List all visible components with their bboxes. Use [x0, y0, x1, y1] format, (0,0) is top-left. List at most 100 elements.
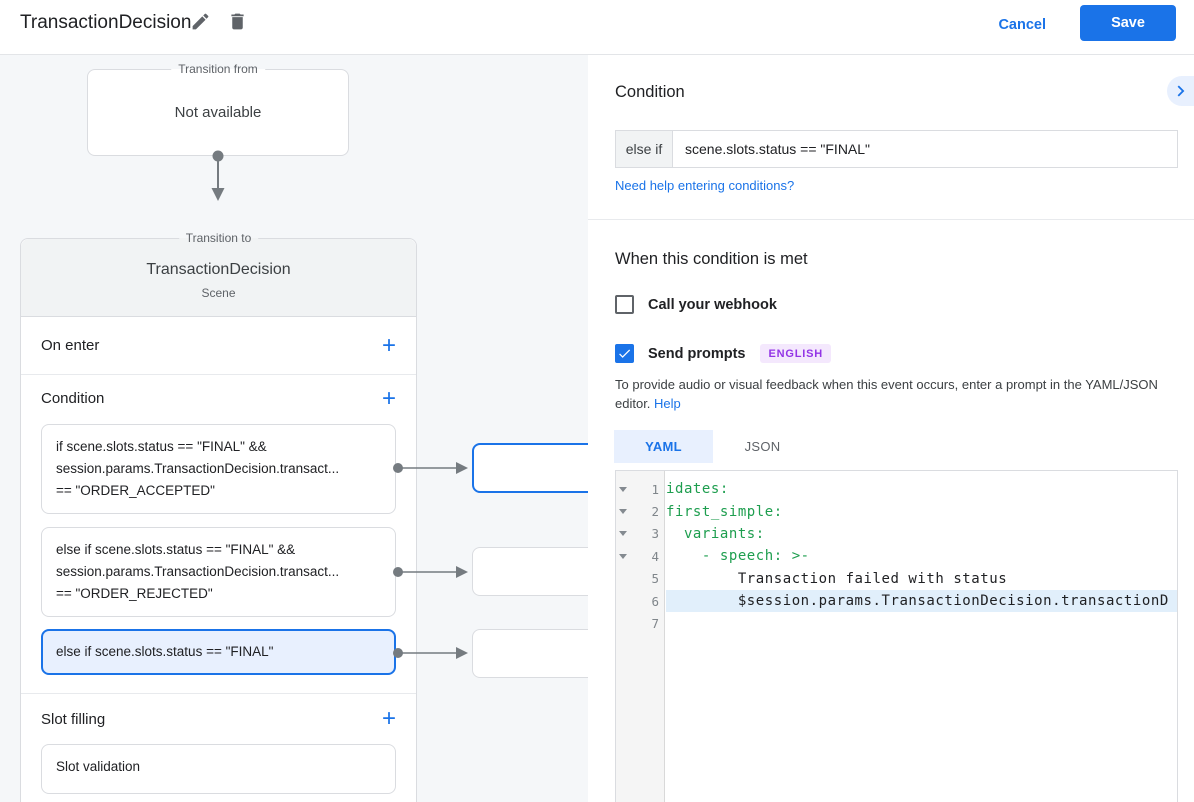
editor-line-number: 5 [651, 571, 659, 587]
add-on-enter-button[interactable]: + [381, 331, 396, 359]
condition-expression-input[interactable] [672, 130, 1178, 168]
slot-filling-section: Slot filling + Slot validation [21, 694, 416, 794]
condition-section-label: Condition [41, 390, 105, 407]
condition-card-list: if scene.slots.status == "FINAL" && sessi… [21, 424, 416, 675]
editor-line-number: 4 [651, 548, 659, 564]
send-prompts-checkbox[interactable] [615, 344, 634, 363]
fold-arrow-icon[interactable] [616, 486, 630, 492]
editor-line[interactable]: 3 variants: [616, 523, 1177, 545]
editor-line[interactable]: 2 first_simple: [616, 500, 1177, 522]
editor-line[interactable]: 4 - speech: >- [616, 545, 1177, 567]
editor-line-number: 2 [651, 504, 659, 520]
call-webhook-row: Call your webhook [615, 295, 777, 314]
editor-line-gutter: 1 [616, 478, 666, 500]
when-condition-met-title: When this condition is met [615, 250, 808, 268]
fold-arrow-icon[interactable] [616, 509, 630, 515]
editor-code-cell: Transaction failed with status [666, 570, 1008, 587]
call-webhook-label: Call your webhook [648, 296, 777, 313]
hint-body: To provide audio or visual feedback when… [615, 377, 1158, 411]
editor-line[interactable]: 7 [616, 612, 1177, 634]
editor-line[interactable]: 5 Transaction failed with status [616, 568, 1177, 590]
scene-type-label: Scene [201, 286, 236, 300]
edit-title-button[interactable] [190, 11, 214, 35]
condition-text-line: else if scene.slots.status == "FINAL" [56, 644, 274, 659]
prompt-hint-text: To provide audio or visual feedback when… [615, 376, 1187, 413]
editor-line-number: 3 [651, 526, 659, 542]
editor-line[interactable]: 1 idates: [616, 478, 1177, 500]
slot-validation-card[interactable]: Slot validation [41, 744, 396, 794]
editor-code-cell: idates: [666, 481, 729, 498]
editor-line-gutter: 6 [616, 590, 666, 612]
editor-line-number: 7 [651, 616, 659, 632]
transition-from-box: Transition from Not available [87, 62, 349, 156]
tab-yaml[interactable]: YAML [614, 430, 713, 463]
editor-code-cell: variants: [666, 525, 765, 542]
fold-arrow-icon[interactable] [616, 553, 630, 559]
scene-name: TransactionDecision [146, 261, 291, 278]
on-enter-row[interactable]: On enter + [21, 317, 416, 375]
webhook-checkbox[interactable] [615, 295, 634, 314]
editor-line[interactable]: 6 $session.params.TransactionDecision.tr… [616, 589, 1177, 613]
panel-title: Condition [615, 83, 685, 101]
page-title: TransactionDecision [20, 12, 192, 33]
add-condition-button[interactable]: + [381, 384, 396, 412]
editor-code-cell: $session.params.TransactionDecision.tran… [666, 589, 1177, 613]
save-button[interactable]: Save [1080, 5, 1176, 41]
editor-code-cell [666, 612, 1177, 634]
editor-tabs: YAML JSON [614, 430, 812, 463]
editor-line-gutter: 4 [616, 545, 666, 567]
fold-arrow-icon[interactable] [616, 531, 630, 537]
delete-scene-button[interactable] [227, 11, 251, 35]
condition-section-header: Condition + [21, 375, 416, 422]
slot-card-list: Slot validation [21, 744, 416, 794]
help-link[interactable]: Help [654, 395, 681, 411]
transition-target-box-3[interactable] [472, 629, 588, 678]
editor-code-cell: first_simple: [666, 503, 783, 520]
condition-detail-panel: Condition else if Need help entering con… [588, 55, 1194, 802]
trash-icon [231, 13, 244, 30]
condition-text-line: else if scene.slots.status == "FINAL" && [56, 542, 296, 557]
send-prompts-row: Send prompts ENGLISH [615, 344, 831, 363]
condition-card[interactable]: else if scene.slots.status == "FINAL" &&… [41, 527, 396, 617]
slot-filling-header: Slot filling + [21, 694, 416, 744]
editor-line-number: 1 [651, 481, 659, 497]
top-bar: TransactionDecision Cancel Save [0, 0, 1194, 55]
editor-line-number: 6 [651, 593, 659, 609]
language-badge: ENGLISH [760, 344, 831, 363]
condition-text-line: if scene.slots.status == "FINAL" && [56, 439, 267, 454]
transition-from-value: Not available [174, 104, 262, 121]
editor-line-gutter: 3 [616, 523, 666, 545]
cancel-button[interactable]: Cancel [998, 17, 1046, 33]
editor-line-gutter: 2 [616, 500, 666, 522]
condition-input-row: else if [615, 130, 1178, 168]
pencil-icon [192, 13, 209, 30]
condition-prefix-label: else if [615, 130, 672, 168]
chevron-right-icon [1177, 85, 1184, 97]
editor-code-cell: - speech: >- [666, 548, 810, 565]
checkmark-icon [619, 349, 631, 358]
add-slot-button[interactable]: + [381, 705, 396, 732]
transition-target-box-2[interactable] [472, 547, 588, 596]
condition-help-link[interactable]: Need help entering conditions? [615, 178, 795, 193]
send-prompts-label: Send prompts [648, 345, 746, 362]
panel-divider [588, 219, 1194, 220]
condition-text-line: session.params.TransactionDecision.trans… [56, 564, 340, 579]
condition-section: Condition + if scene.slots.status == "FI… [21, 375, 416, 694]
transition-from-legend: Transition from [171, 62, 265, 76]
scene-card-header: TransactionDecision Scene [21, 239, 416, 317]
editor-line-gutter: 7 [616, 612, 666, 634]
condition-card[interactable]: if scene.slots.status == "FINAL" && sessi… [41, 424, 396, 514]
tab-json[interactable]: JSON [744, 439, 781, 454]
scene-flow-canvas: Transition from Not available Transition… [0, 55, 588, 802]
slot-filling-label: Slot filling [41, 710, 106, 728]
condition-text-line: session.params.TransactionDecision.trans… [56, 461, 340, 476]
on-enter-label: On enter [41, 337, 100, 354]
collapse-panel-button[interactable] [1167, 76, 1194, 106]
condition-card-selected[interactable]: else if scene.slots.status == "FINAL" [41, 629, 396, 675]
transition-to-legend: Transition to [178, 231, 259, 245]
condition-text-line: == "ORDER_ACCEPTED" [56, 483, 215, 498]
condition-text-line: == "ORDER_REJECTED" [56, 586, 213, 601]
transition-target-box-1[interactable] [472, 443, 588, 493]
